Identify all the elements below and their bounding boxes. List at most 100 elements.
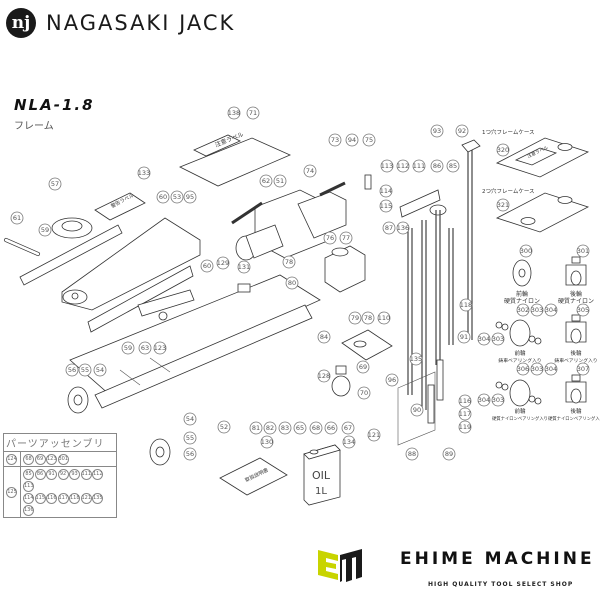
svg-text:131: 131 (238, 263, 250, 271)
brand-header: nj NAGASAKI JACK (6, 8, 235, 38)
assembly-part-number: 113 (23, 481, 34, 492)
part-callout: 118 (459, 298, 473, 312)
svg-text:119: 119 (459, 423, 471, 431)
svg-text:56: 56 (186, 450, 194, 458)
svg-text:111: 111 (413, 162, 425, 170)
svg-text:118: 118 (460, 301, 472, 309)
wheel-rear-301 (565, 256, 587, 286)
svg-text:128: 128 (318, 372, 330, 380)
part-callout: 51 (273, 174, 287, 188)
part-callout: 95 (183, 190, 197, 204)
svg-text:95: 95 (186, 193, 194, 201)
svg-text:前輪: 前輪 (516, 290, 528, 298)
svg-text:78: 78 (285, 258, 293, 266)
part-callout: 304 (477, 332, 491, 346)
svg-text:320: 320 (497, 146, 509, 154)
svg-text:鋳車ベアリング入り: 鋳車ベアリング入り (498, 357, 541, 364)
part-callout: 69 (356, 360, 370, 374)
assembly-part-number: 92 (57, 469, 69, 480)
part-callout: 134 (342, 435, 356, 449)
assembly-part-number: 117 (57, 493, 69, 504)
part-callout: 303 (491, 393, 505, 407)
svg-text:304: 304 (545, 365, 557, 373)
svg-text:130: 130 (261, 438, 273, 446)
part-callout: 59 (121, 341, 135, 355)
svg-text:81: 81 (252, 424, 260, 432)
part-callout: 115 (379, 199, 393, 213)
part-callout: 63 (138, 341, 152, 355)
svg-text:83: 83 (281, 424, 289, 432)
part-callout: 136 (396, 221, 410, 235)
part-callout: 301 (576, 244, 590, 258)
assembly-part-number: 114 (23, 493, 34, 504)
part-callout: 83 (278, 421, 292, 435)
part-callout: 113 (380, 159, 394, 173)
part-callout: 66 (324, 421, 338, 435)
part-callout: 306 (516, 362, 530, 376)
assembly-part-number: 136 (23, 505, 34, 516)
part-callout: 86 (430, 159, 444, 173)
part-callout: 55 (78, 363, 92, 377)
part-callout: 84 (317, 330, 331, 344)
svg-text:129: 129 (217, 259, 229, 267)
part-callout: 85 (446, 159, 460, 173)
svg-text:55: 55 (81, 366, 89, 374)
part-callout: 300 (519, 244, 533, 258)
part-callout: 131 (237, 260, 251, 274)
part-callout: 321 (496, 198, 510, 212)
part-callout: 54 (183, 412, 197, 426)
footer-tagline: HIGH QUALITY TOOL SELECT SHOP (428, 581, 574, 588)
svg-text:115: 115 (380, 202, 392, 210)
assembly-table-title: パーツアッセンブリ (3, 433, 117, 452)
svg-text:67: 67 (344, 424, 352, 432)
svg-text:後輪: 後輪 (570, 290, 582, 298)
part-callout: 74 (303, 164, 317, 178)
wheel-front-300 (512, 259, 532, 287)
part-callout: 54 (93, 363, 107, 377)
svg-text:60: 60 (203, 262, 211, 270)
svg-text:後輪: 後輪 (570, 349, 582, 357)
part-callout: 117 (458, 407, 472, 421)
part-callout: 96 (385, 373, 399, 387)
pump-unit (231, 189, 347, 261)
assembly-part-number: 112 (92, 469, 103, 480)
svg-text:302: 302 (517, 306, 529, 314)
svg-text:51: 51 (276, 177, 284, 185)
part-callout: 305 (576, 303, 590, 317)
svg-text:138: 138 (228, 109, 240, 117)
handle-socket-assembly (397, 139, 481, 446)
svg-text:303: 303 (492, 396, 504, 404)
assembly-part-number: 93 (69, 469, 80, 480)
brand-name: NAGASAKI JACK (46, 11, 236, 35)
svg-text:68: 68 (312, 424, 320, 432)
svg-text:後輪: 後輪 (570, 407, 582, 415)
part-callout: 303 (491, 332, 505, 346)
front-roller-right (149, 438, 171, 466)
part-callout: 70 (357, 386, 371, 400)
part-callout: 79 (348, 311, 362, 325)
part-callout: 55 (183, 431, 197, 445)
part-callout: 89 (442, 447, 456, 461)
nagasaki-jack-logo-icon: nj (6, 8, 36, 38)
part-callout: 81 (249, 421, 263, 435)
svg-text:307: 307 (577, 365, 589, 373)
part-callout: 116 (458, 394, 472, 408)
svg-text:70: 70 (360, 389, 368, 397)
svg-text:88: 88 (408, 450, 416, 458)
ehime-machine-logo-icon (318, 549, 362, 582)
svg-text:52: 52 (220, 423, 228, 431)
svg-text:前輪: 前輪 (514, 349, 526, 357)
assembly-part-number: 111 (80, 469, 92, 480)
front-roller-left (67, 386, 89, 414)
svg-text:136: 136 (397, 224, 409, 232)
part-callout: 61 (10, 211, 24, 225)
svg-text:76: 76 (326, 234, 334, 242)
part-callout: 56 (65, 363, 79, 377)
svg-text:300: 300 (520, 247, 532, 255)
part-callout: 60 (156, 190, 170, 204)
part-callout: 65 (293, 421, 307, 435)
svg-text:74: 74 (306, 167, 314, 175)
